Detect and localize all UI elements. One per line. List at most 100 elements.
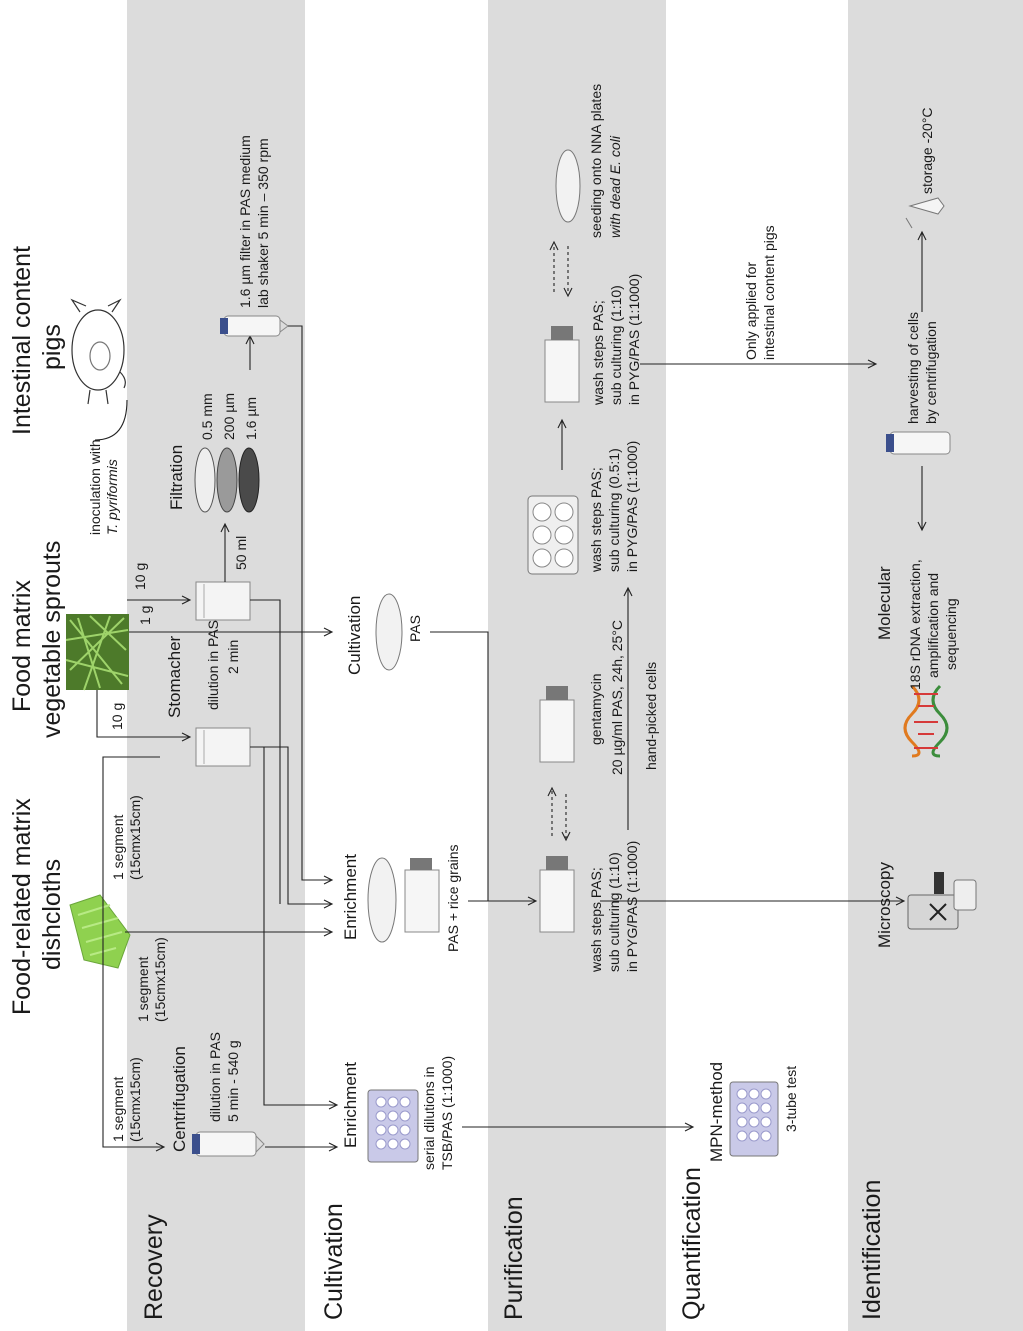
svg-text:harvesting of cells: harvesting of cells [905,312,921,424]
enrichment-1-label: Enrichment serial dilutions in TSB/PAS (… [341,1056,455,1170]
svg-text:1.6 µm filter in PAS medium: 1.6 µm filter in PAS medium [237,135,253,308]
source-sprouts: Food matrix vegetable sprouts [8,541,66,738]
svg-text:1 segment: 1 segment [110,1077,126,1142]
filter-tube-icon [220,315,289,337]
stage-label-identification: Identification [858,1180,886,1320]
grams-label-3: 10 g [132,563,148,590]
svg-text:Enrichment: Enrichment [341,854,360,940]
svg-text:5 min - 540 g: 5 min - 540 g [225,1040,241,1122]
filter-size-3: 1.6 µm [243,397,259,440]
svg-text:(15cmx15cm): (15cmx15cm) [127,795,143,880]
sprouts-image [65,614,129,691]
source-sprouts-line1: Food matrix [8,580,36,712]
stage-label-recovery: Recovery [140,1214,168,1320]
enrichment-2-label: Enrichment PAS + rice grains [341,844,461,952]
svg-text:Molecular: Molecular [875,566,894,640]
svg-text:in PYG/PAS (1:1000): in PYG/PAS (1:1000) [626,274,642,405]
svg-text:1 segment: 1 segment [135,957,151,1022]
microscope-icon [907,872,977,930]
stage-label-quantification: Quantification [678,1167,706,1320]
step5-label: seeding onto NNA plates with dead E. col… [588,84,623,238]
source-dishcloths-line2: dishcloths [38,859,66,970]
segment-label-3: 1 segment (15cmx15cm) [110,795,143,880]
svg-text:PAS: PAS [407,615,423,642]
svg-text:dilution in PAS: dilution in PAS [205,620,221,710]
inoculation-label: inoculation with T. pyriformis [87,439,120,535]
svg-text:20 µg/ml PAS, 24h, 25°C: 20 µg/ml PAS, 24h, 25°C [609,620,625,775]
svg-text:in PYG/PAS (1:1000): in PYG/PAS (1:1000) [624,841,640,972]
dishcloth-image [69,894,131,969]
flask-step4-icon [544,326,580,403]
grams-label-1: 10 g [109,703,125,730]
svg-text:(15cmx15cm): (15cmx15cm) [152,937,168,1022]
microscopy-label: Microscopy [875,862,894,948]
volume-label: 50 ml [233,536,249,570]
mpn-test-label: 3-tube test [783,1066,799,1132]
source-pigs: Intestinal content pigs [8,246,66,435]
svg-text:TSB/PAS (1:1000): TSB/PAS (1:1000) [439,1056,455,1170]
step4-label: wash steps PAS; sub culturing (1:10) in … [590,274,642,406]
source-dishcloths: Food-related matrix dishcloths [8,798,66,1015]
svg-text:lab shaker 5 min – 350 rpm: lab shaker 5 min – 350 rpm [255,138,271,308]
svg-text:amplification and: amplification and [925,573,941,678]
source-dishcloths-line1: Food-related matrix [8,798,36,1015]
svg-text:Centrifugation: Centrifugation [170,1046,189,1152]
stomacher-label: Stomacher dilution in PAS 2 min [165,620,241,718]
handpicked-label: hand-picked cells [643,662,659,770]
step1-label: wash steps PAS; sub culturing (1:10) in … [588,841,640,973]
six-well-plate-icon [527,495,579,575]
svg-text:2 min: 2 min [225,640,241,674]
svg-text:intestinal content pigs: intestinal content pigs [761,225,777,360]
svg-text:with dead E. coli: with dead E. coli [607,135,623,238]
stomacher-bag-2-icon [195,581,251,621]
svg-text:in PYG/PAS (1:1000): in PYG/PAS (1:1000) [624,441,640,572]
enrichment-2-icons [367,857,440,943]
storage-label: storage -20°C [919,107,935,194]
stomacher-bag-1-icon [195,727,251,767]
grams-label-2: 1 g [137,606,153,625]
band-recovery [127,0,305,1331]
svg-text:sequencing: sequencing [943,598,959,670]
step3-label: wash steps PAS; sub culturing (0.5:1) in… [588,441,640,573]
svg-text:Stomacher: Stomacher [165,635,184,718]
svg-text:sub culturing (0.5:1): sub culturing (0.5:1) [606,448,622,572]
svg-text:Cultivation: Cultivation [345,596,364,675]
filter-icon-1 [194,447,216,513]
band-purification [488,0,666,1331]
filtration-group: Filtration 0.5 mm 200 µm 1.6 µm [167,393,260,513]
segment-label-1: 1 segment (15cmx15cm) [110,1057,143,1142]
enrichment-plate-icon [367,1089,419,1163]
source-pigs-line1: Intestinal content [8,246,36,435]
svg-text:dilution in PAS: dilution in PAS [207,1032,223,1122]
only-applied-label: Only applied for intestinal content pigs [743,225,777,360]
svg-text:wash steps PAS;: wash steps PAS; [588,467,604,573]
svg-text:wash steps PAS;: wash steps PAS; [588,867,604,973]
filter-size-1: 0.5 mm [199,393,215,440]
svg-text:gentamycin: gentamycin [588,673,604,745]
centrifugation-label: Centrifugation dilution in PAS 5 min - 5… [170,1032,241,1152]
svg-text:Only applied for: Only applied for [743,262,759,360]
svg-text:Enrichment: Enrichment [341,1062,360,1148]
filter-icon-3 [238,447,260,513]
dna-icon [903,684,949,758]
filter-icon-2 [216,447,238,513]
filter-note: 1.6 µm filter in PAS medium lab shaker 5… [237,135,271,308]
cultivation-label: Cultivation PAS [345,596,423,675]
svg-text:18S rDNA extraction,: 18S rDNA extraction, [907,559,923,690]
svg-text:T. pyriformis: T. pyriformis [104,459,120,535]
svg-text:wash steps PAS;: wash steps PAS; [590,300,606,406]
source-sprouts-line2: vegetable sprouts [38,541,66,738]
flask-gentamycin-icon [539,686,575,763]
svg-text:by centrifugation: by centrifugation [923,321,939,424]
svg-text:PAS + rice grains: PAS + rice grains [445,844,461,952]
nna-plate-icon [555,149,581,223]
segment-label-2: 1 segment (15cmx15cm) [135,937,168,1022]
mpn-plate-icon [729,1081,779,1157]
svg-text:(15cmx15cm): (15cmx15cm) [127,1057,143,1142]
molecular-label: Molecular 18S rDNA extraction, amplifica… [875,559,959,690]
svg-text:serial dilutions in: serial dilutions in [421,1067,437,1171]
harvest-tube-icon [886,431,951,455]
svg-text:seeding onto NNA plates: seeding onto NNA plates [588,84,604,238]
mpn-method-label: MPN-method [707,1062,726,1162]
storage-tube-icon [905,197,945,229]
